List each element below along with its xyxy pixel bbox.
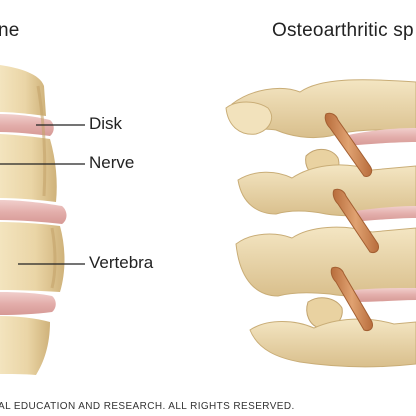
vertebra-body-1 <box>0 65 46 116</box>
copyright-notice: AL EDUCATION AND RESEARCH. ALL RIGHTS RE… <box>0 401 295 412</box>
nerve-root-2 <box>332 188 379 253</box>
osteoarthritic-spine <box>225 79 416 368</box>
nerve-root-1 <box>324 112 373 177</box>
nerve-root-3 <box>330 266 373 331</box>
normal-spine <box>0 65 67 375</box>
spinous-process-1 <box>225 101 272 135</box>
osteoarthritic-spine-title: Osteoarthritic sp <box>272 20 414 41</box>
normal-spine-title: ne <box>0 20 20 41</box>
vertebra-body-4 <box>0 316 50 375</box>
vertebra-middle-2 <box>235 226 416 297</box>
intervertebral-disk-3 <box>0 292 56 315</box>
vertebra-body-2 <box>0 134 57 202</box>
vertebra-body-3 <box>0 222 65 292</box>
disk-label: Disk <box>89 114 123 133</box>
nerve-label: Nerve <box>89 153 135 172</box>
vertebra-bottom <box>249 318 416 368</box>
osteoarthritic-disk-2 <box>350 206 416 222</box>
intervertebral-disk-1 <box>0 114 54 136</box>
osteoarthritic-disk-1 <box>344 128 416 146</box>
intervertebral-disk-2 <box>0 200 67 224</box>
osteoarthritic-disk-3 <box>354 288 416 302</box>
vertebra-label: Vertebra <box>89 253 154 272</box>
